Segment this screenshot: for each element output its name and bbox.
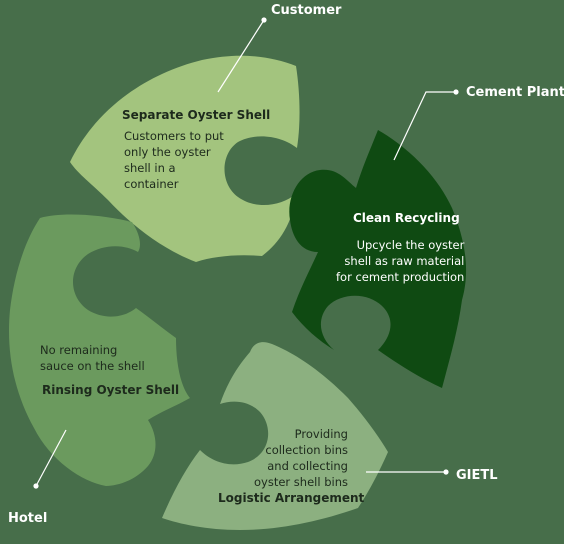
connector-customer xyxy=(217,19,265,93)
piece-rinsing-oyster-shell xyxy=(9,214,190,486)
dot-hotel xyxy=(33,483,39,489)
connector-dots xyxy=(33,17,459,489)
connector-lines xyxy=(35,19,456,487)
piece-separate-oyster-shell xyxy=(70,55,300,262)
desc-rinsing-oyster-shell: No remaining sauce on the shell xyxy=(40,343,145,373)
dot-gietl xyxy=(443,469,449,475)
label-gietl: GIETL xyxy=(456,468,498,483)
desc-separate-oyster-shell: Customers to put only the oyster shell i… xyxy=(124,129,224,191)
connector-hotel xyxy=(35,429,67,487)
label-cement-plant: Cement Plant xyxy=(466,85,564,100)
title-separate-oyster-shell: Separate Oyster Shell xyxy=(122,108,271,122)
piece-clean-recycling xyxy=(289,130,467,388)
desc-clean-recycling: Upcycle the oyster shell as raw material… xyxy=(336,238,465,284)
title-logistic-arrangement: Logistic Arrangement xyxy=(218,491,365,505)
title-rinsing-oyster-shell: Rinsing Oyster Shell xyxy=(42,383,180,397)
desc-logistic-arrangement: Providing collection bins and collecting… xyxy=(254,427,348,489)
dot-customer xyxy=(261,17,267,23)
connector-cement-plant xyxy=(393,91,456,161)
title-clean-recycling: Clean Recycling xyxy=(353,211,460,225)
piece-logistic-arrangement xyxy=(162,342,388,530)
label-customer: Customer xyxy=(271,3,342,18)
dot-cement-plant xyxy=(453,89,459,95)
label-hotel: Hotel xyxy=(8,511,48,526)
